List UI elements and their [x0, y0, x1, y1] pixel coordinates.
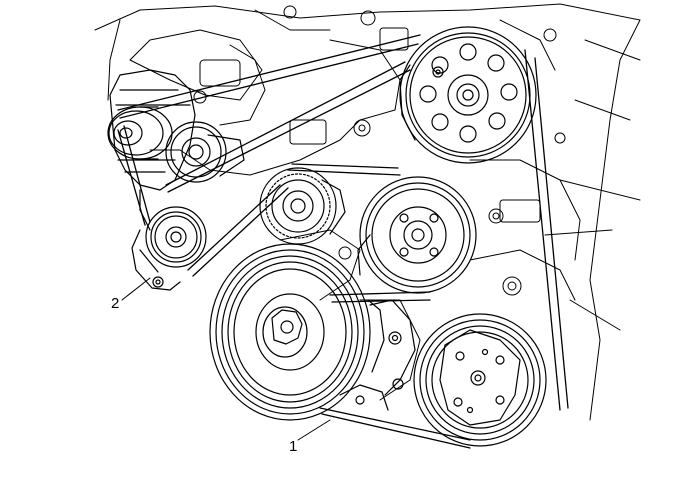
- belt-tensioner: [131, 206, 207, 291]
- callout-2-label: 2: [111, 295, 119, 312]
- callout-1-leader: [297, 419, 331, 441]
- callout-1-label: 1: [289, 438, 297, 455]
- engine-block-outline: [94, 3, 641, 421]
- center-idler-pulley: [259, 167, 346, 245]
- drive-belt: [117, 34, 569, 449]
- crankshaft-pulley: [209, 243, 385, 421]
- ac-compressor-pulley: [413, 313, 547, 447]
- alternator-pulley: [107, 106, 173, 160]
- mounting-bracket: [339, 299, 416, 411]
- alternator-body: [109, 69, 196, 231]
- callout-2-leader: [121, 277, 151, 301]
- water-pump-pulley: [357, 176, 477, 294]
- callout-leaders: [121, 277, 331, 441]
- upper-idler-pulley: [165, 121, 245, 183]
- power-steering-pulley: [399, 26, 537, 164]
